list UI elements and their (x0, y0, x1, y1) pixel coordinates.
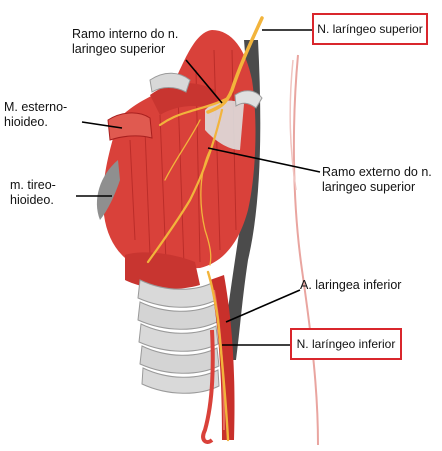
nerve-twig (164, 119, 201, 181)
label-n-laringeo-superior: N. laríngeo superior (312, 13, 428, 45)
cricothyroid-muscle (125, 252, 200, 290)
trachea-ring (139, 345, 220, 374)
superior-laryngeal-nerve (206, 16, 264, 114)
thyroid-cartilage-left (96, 160, 120, 220)
leader-ramo-interno (185, 59, 223, 104)
trachea (137, 279, 220, 394)
neck-skin-outline-inner (289, 59, 297, 191)
trachea-ring (138, 323, 219, 352)
label-m-tireo-hioideo: m. tireo- hioideo. (10, 178, 56, 207)
inferior-laryngeal-nerve (206, 270, 230, 442)
leader-ramo-externo (207, 147, 321, 173)
nerves (146, 16, 264, 442)
thyrohyoid-muscle-mass (103, 30, 256, 270)
label-m-esterno-hioideo: M. esterno- hioideo. (4, 100, 68, 129)
external-branch-nerve (146, 108, 224, 264)
hyoid-cartilage (149, 72, 191, 93)
label-ramo-interno: Ramo interno do n. laringeo superior (72, 27, 179, 56)
neck-skin-outline (292, 54, 319, 446)
label-a-laringea-inferior: A. laringea inferior (300, 278, 402, 292)
internal-branch-nerve (158, 96, 230, 127)
leader-m-esterno-hioideo (81, 121, 123, 129)
nerve-twig (200, 149, 212, 266)
sternohyoid-muscle (107, 112, 153, 141)
label-ramo-externo: Ramo externo do n. laringeo superior (322, 165, 432, 194)
inferior-vessel (201, 329, 215, 444)
leader-lines (76, 29, 321, 346)
hyoid-muscle-band (150, 83, 220, 115)
superior-cartilage (234, 90, 263, 109)
label-n-laringeo-inferior: N. laríngeo inferior (290, 328, 402, 360)
trachea-ring (141, 367, 220, 394)
leader-a-laringea-inferior (225, 289, 301, 323)
